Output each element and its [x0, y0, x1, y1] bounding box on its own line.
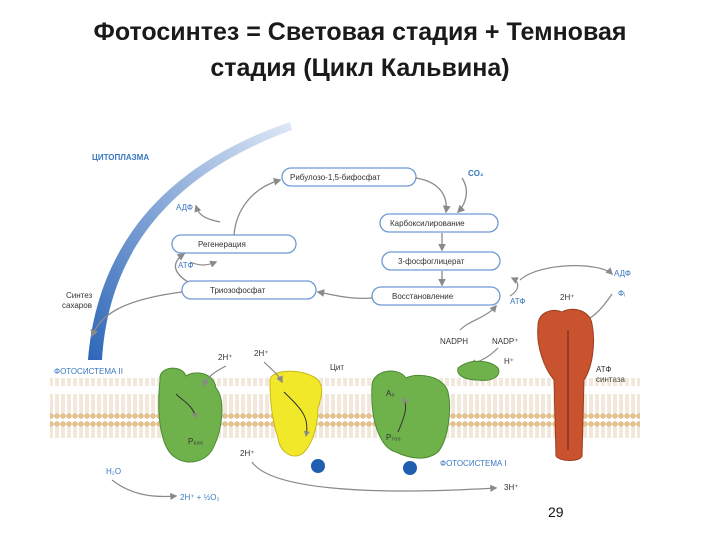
h2o-label: H₂O: [106, 467, 121, 476]
regeneration-label: Регенерация: [198, 240, 246, 249]
pga-label: 3-фосфоглицерат: [398, 257, 465, 266]
sugar-synthesis-label-2: сахаров: [62, 301, 92, 310]
title-line-2: стадия (Цикл Кальвина): [210, 54, 510, 82]
nadp-label: NADP⁺: [492, 337, 518, 346]
p700-label: P₇₀₀: [386, 433, 401, 442]
carboxylation-box: [379, 213, 499, 233]
atp-synthase-complex: [537, 308, 595, 461]
pga-box: [381, 251, 501, 271]
carboxylation-label: Карбоксилирование: [390, 219, 465, 228]
photosystem-2-complex: P₆₈₀: [158, 367, 223, 463]
a0-label: A₀: [386, 389, 395, 398]
adp-label-2: АДФ: [614, 269, 631, 278]
cyt-label: Цит: [330, 363, 344, 372]
ribulose-box: [281, 167, 417, 187]
adp-label-1: АДФ: [176, 203, 193, 212]
ribulose-label: Рибулозо-1,5-бифосфат: [290, 173, 381, 182]
co2-label: CO₂: [468, 169, 484, 178]
atp-label-1: АТФ: [178, 261, 193, 270]
atp-label-2: АТФ: [510, 297, 525, 306]
title-line-1: Фотосинтез = Световая стадия + Темновая: [93, 18, 627, 46]
reduction-box: [371, 286, 501, 306]
pi-label: Фᵢ: [618, 289, 625, 298]
cytochrome-complex: Цит: [269, 363, 344, 457]
p680-label: P₆₈₀: [188, 437, 203, 446]
cytoplasm-arc: [88, 122, 292, 360]
photosystem-2-label: ФОТОСИСТЕМА II: [54, 367, 123, 376]
photosystem-1-complex: A₀ P₇₀₀: [371, 360, 500, 459]
page-number: 29: [548, 504, 564, 520]
triose-label: Триозофосфат: [210, 286, 266, 295]
cytoplasm-label: ЦИТОПЛАЗМА: [92, 153, 149, 162]
h3-bottom-label: 3Н⁺: [504, 483, 518, 492]
h2-label-b: 2Н⁺: [254, 349, 268, 358]
triose-box: [181, 280, 317, 300]
thylakoid-membrane: [50, 378, 640, 438]
h2-right-label: 2Н⁺: [560, 293, 574, 302]
h-plus-label: Н⁺: [504, 357, 514, 366]
atp-synthase-label-1: АТФ: [596, 365, 611, 374]
ferredoxin-dot: [403, 461, 417, 475]
nadph-label: NADPH: [440, 337, 468, 346]
slide-title: Фотосинтез = Световая стадия + Темновая …: [40, 14, 680, 86]
h2-label-c: 2Н⁺: [240, 449, 254, 458]
plastocyanin-dot: [311, 459, 325, 473]
h2-label-a: 2Н⁺: [218, 353, 232, 362]
h2-bottom-label: 2Н⁺ + ½O₂: [180, 493, 220, 502]
reduction-label: Восстановление: [392, 292, 454, 301]
sugar-synthesis-label-1: Синтез: [66, 291, 93, 300]
photosystem-1-label: ФОТОСИСТЕМА I: [440, 459, 507, 468]
calvin-cycle: Рибулозо-1,5-бифосфат Карбоксилирование …: [90, 167, 519, 338]
